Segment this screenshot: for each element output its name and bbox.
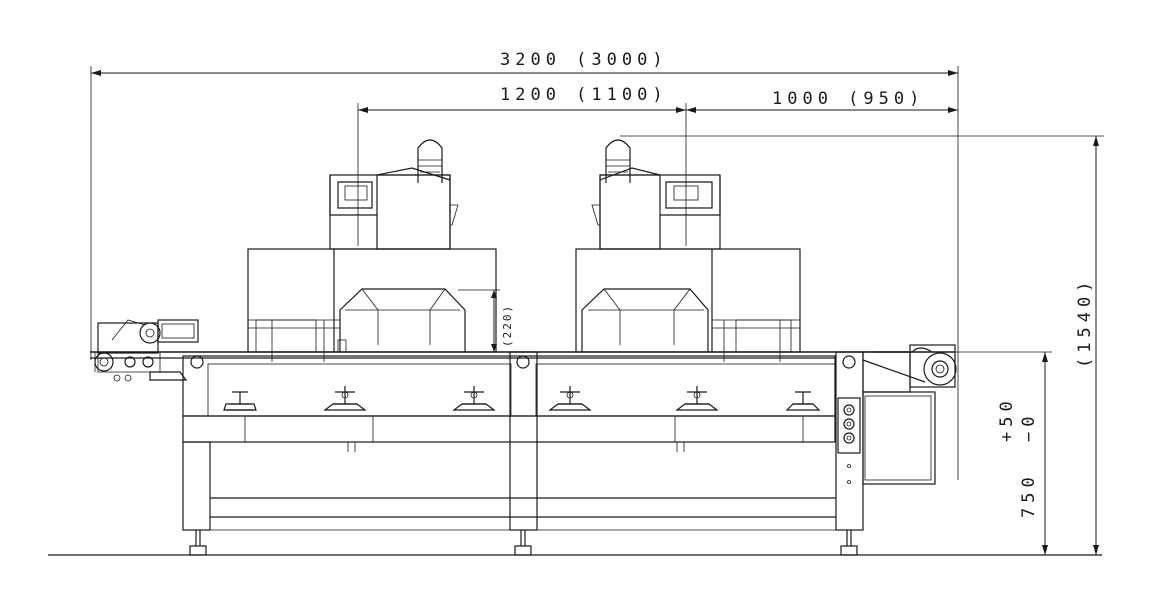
dim-unit-pitch: 1200 (1100) xyxy=(357,85,687,246)
dim-lamp-gap: (220) xyxy=(458,289,514,352)
dim-conveyor-tolerance-lower: −0 xyxy=(1019,412,1039,442)
dim-unit-pitch-label: 1200 (1100) xyxy=(500,85,668,105)
conveyor-frame xyxy=(90,351,955,531)
lamp-unit-left xyxy=(247,139,497,362)
dim-overall-height-label: (1540) xyxy=(1075,277,1095,368)
control-panel xyxy=(837,397,861,484)
dim-total-length-label: 3200 (3000) xyxy=(500,50,668,70)
clamp-jacks xyxy=(223,386,821,411)
dim-conveyor-tolerance-upper: +50 xyxy=(997,396,1017,442)
dim-conveyor-height: 750 +50 −0 xyxy=(955,351,1052,555)
leveling-feet xyxy=(189,530,858,556)
dim-total-length: 3200 (3000) xyxy=(90,50,959,480)
dim-overall-height: (1540) xyxy=(620,135,1104,555)
dim-end-offset-label: 1000 (950) xyxy=(772,89,924,109)
feed-unit xyxy=(94,319,199,382)
drive-unit xyxy=(862,344,957,485)
dim-end-offset: 1000 (950) xyxy=(686,89,958,113)
lamp-unit-right xyxy=(575,139,801,362)
dim-lamp-gap-label: (220) xyxy=(501,304,514,347)
dim-conveyor-height-label: 750 xyxy=(1019,472,1039,518)
